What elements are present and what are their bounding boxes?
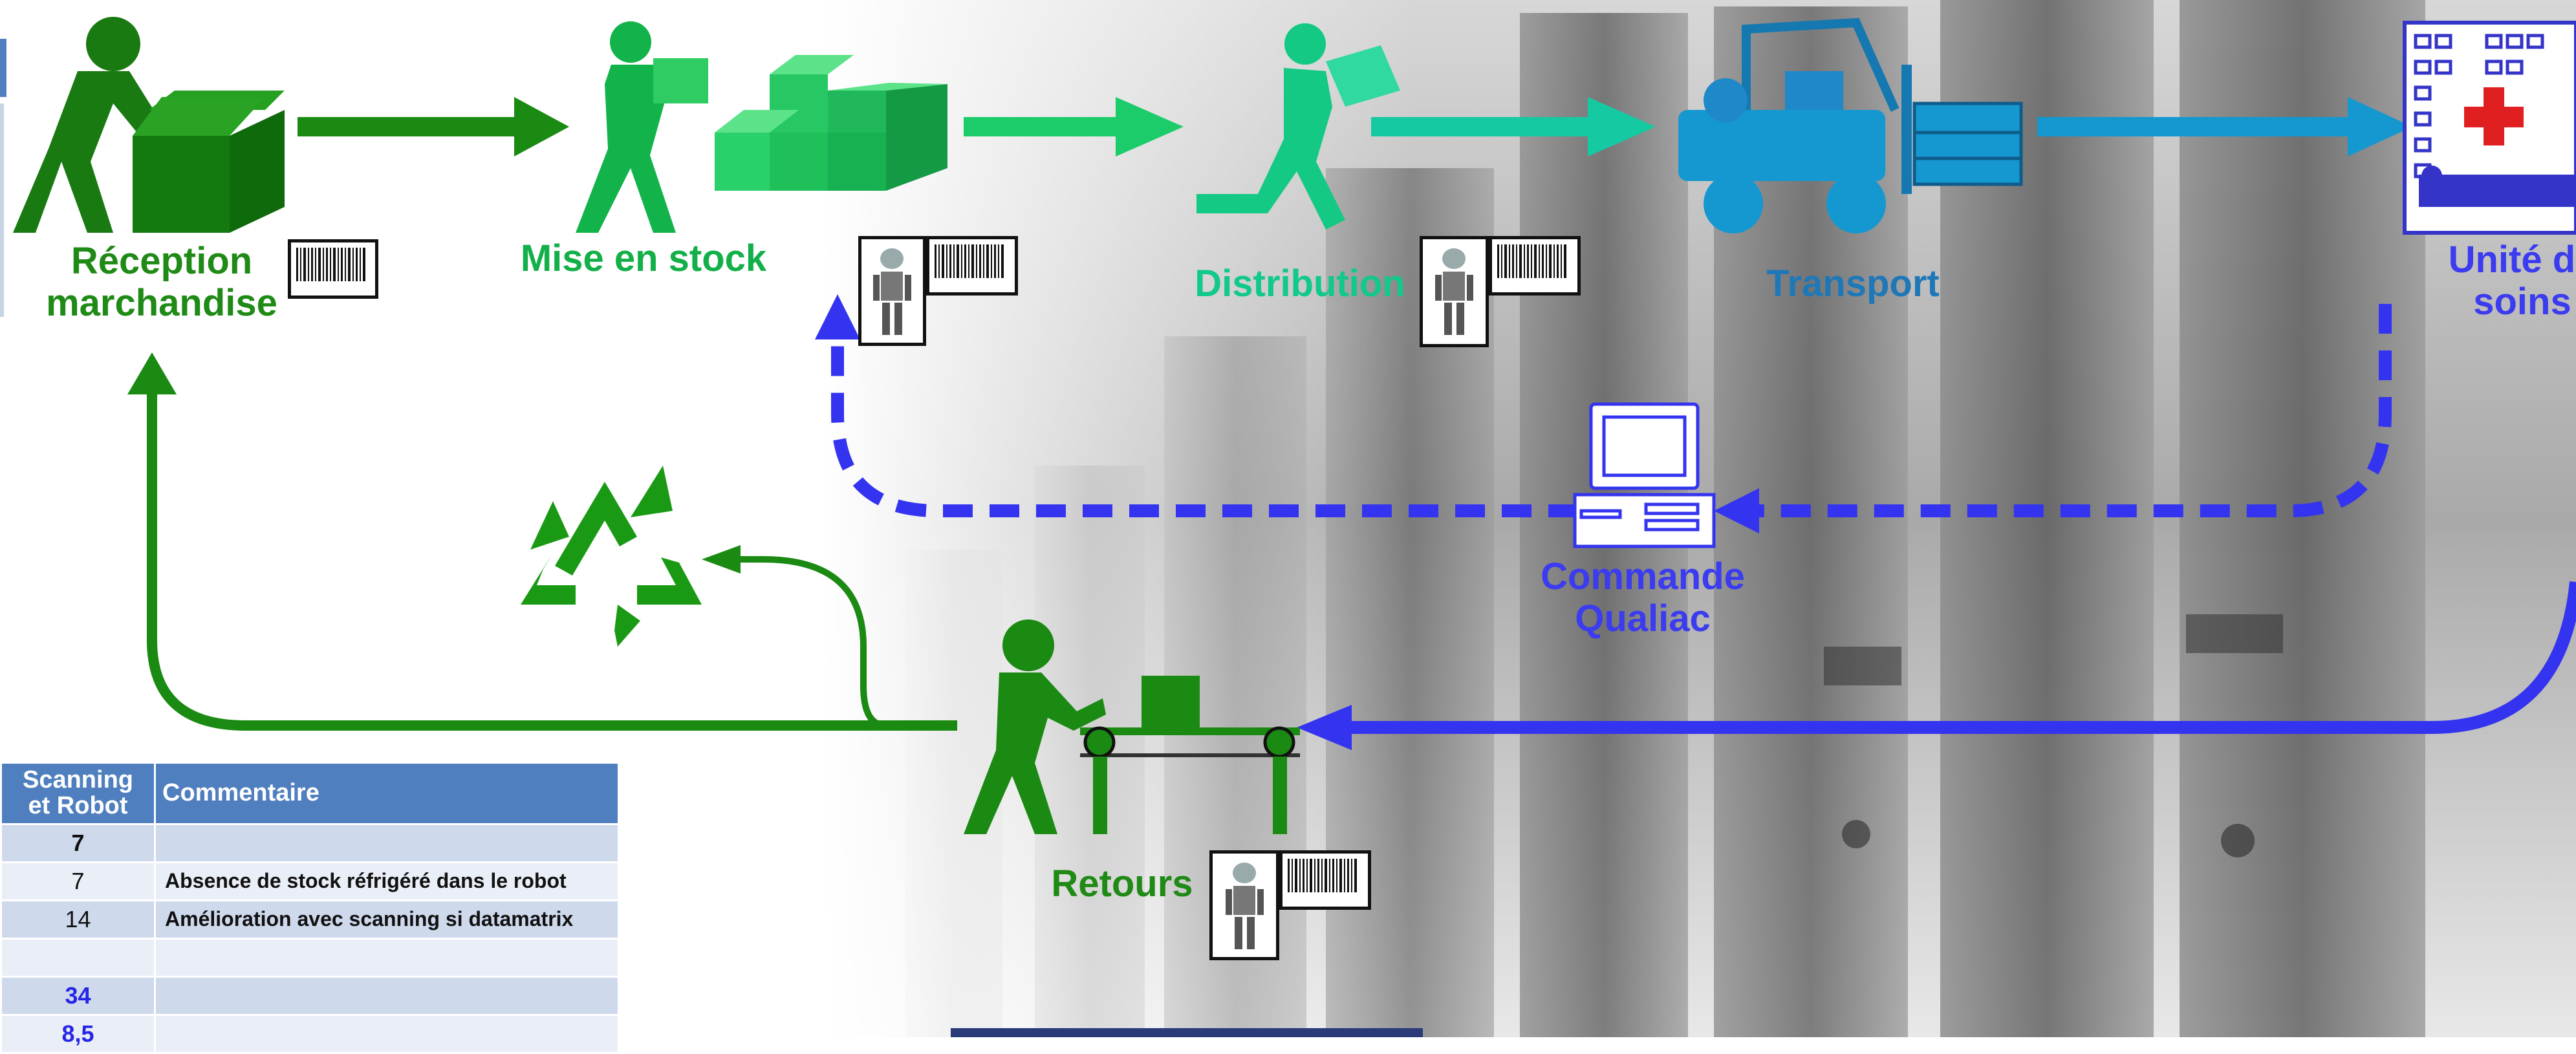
label-unit-line1: Unité de — [2448, 239, 2576, 281]
table-cell-comment: Amélioration avec scanning si datamatrix — [154, 899, 620, 940]
arrow-transport-to-unit — [2037, 97, 2412, 156]
label-unit-line2: soins — [2473, 280, 2571, 323]
header-scanning-robot-line1: Scanning — [22, 766, 134, 793]
table-cell-value: 7 — [0, 861, 156, 901]
box-worker-icon — [13, 17, 285, 233]
barcode-icon — [1489, 236, 1581, 296]
hospital-icon — [2403, 21, 2576, 235]
table-cell-comment: Absence de stock réfrigéré dans le robot — [154, 861, 620, 901]
return-arrow-green — [127, 352, 957, 731]
label-order-line1: Commande — [1541, 555, 1745, 597]
header-scanning-robot-line2: et Robot — [28, 791, 128, 819]
table-cell-comment — [154, 937, 620, 978]
table-row: 7 — [0, 823, 620, 863]
table-cell-value: 34 — [0, 975, 156, 1016]
label-reception-line1: Réception — [70, 240, 253, 282]
label-returns: Retours — [1051, 863, 1193, 905]
table-cell-value: 14 — [0, 899, 156, 940]
robot-icon — [1420, 236, 1489, 347]
barcode-icon — [1279, 850, 1371, 910]
table-cell-value: 7 — [0, 823, 156, 863]
arrow-reception-to-stock — [298, 97, 569, 156]
computer-icon — [1573, 402, 1716, 548]
running-carrier-icon — [1196, 23, 1400, 230]
arrow-stock-to-distribution — [964, 97, 1184, 156]
label-stock: Mise en stock — [520, 237, 767, 279]
header-comment: Commentaire — [154, 762, 620, 825]
arrow-distribution-to-transport — [1371, 97, 1656, 156]
table-cell-comment — [154, 975, 620, 1016]
table-row: 7 Absence de stock réfrigéré dans le rob… — [0, 861, 620, 901]
label-unit: Unité de soins — [2419, 239, 2576, 323]
boxes-stack-icon — [715, 55, 947, 191]
return-arrow-blue — [1297, 581, 2576, 750]
forklift-icon — [1678, 17, 2023, 233]
summary-table: Scanning et Robot Commentaire 7 7 Absenc… — [0, 762, 620, 1054]
barcode-icon — [288, 239, 378, 299]
recycle-icon — [521, 466, 702, 647]
table-row: 8,5 — [0, 1013, 620, 1054]
label-transport: Transport — [1766, 263, 1940, 305]
label-reception-line2: marchandise — [46, 281, 277, 324]
table-cell-value: 8,5 — [0, 1013, 156, 1054]
label-reception: Réception marchandise — [36, 240, 288, 325]
robot-icon — [858, 236, 926, 346]
order-loop-arrows — [815, 294, 2392, 533]
table-cell-comment — [154, 823, 620, 863]
label-order-line2: Qualiac — [1575, 597, 1711, 640]
table-row: 34 — [0, 975, 620, 1016]
label-order: Commande Qualiac — [1507, 555, 1779, 640]
barcode-icon — [926, 236, 1018, 296]
table-row — [0, 937, 620, 978]
robot-icon — [1209, 850, 1279, 960]
conveyor-worker-icon — [964, 619, 1300, 834]
table-cell-comment — [154, 1013, 620, 1054]
table-row: 14 Amélioration avec scanning si datamat… — [0, 899, 620, 940]
table-cell-value — [0, 937, 156, 978]
header-scanning-robot: Scanning et Robot — [0, 762, 156, 825]
label-distribution: Distribution — [1195, 263, 1405, 305]
carry-box-icon — [576, 21, 708, 233]
